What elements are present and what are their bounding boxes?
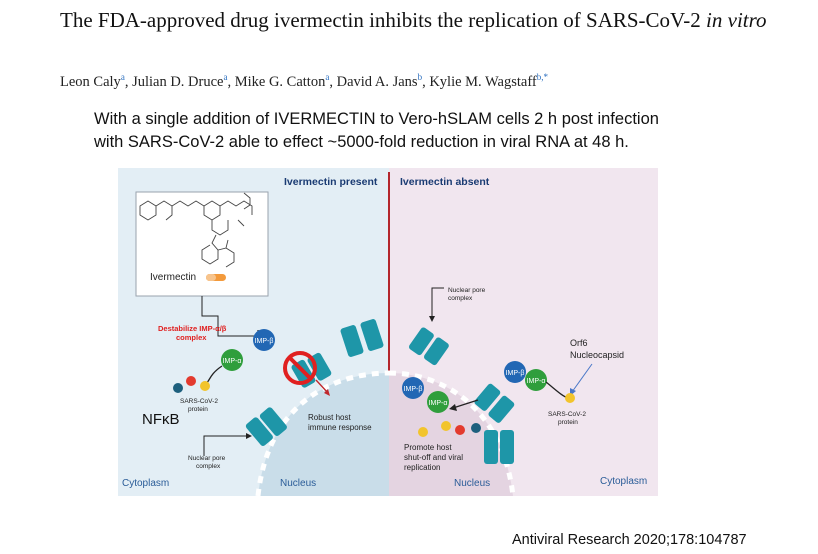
imp-beta-left bbox=[253, 329, 275, 351]
orf6-arrow bbox=[571, 363, 593, 393]
summary-line: With a single addition of IVERMECTIN to … bbox=[94, 110, 659, 128]
arrow-head-icon bbox=[324, 389, 330, 396]
molecule-structure-icon bbox=[139, 192, 253, 268]
protein-dot bbox=[418, 427, 428, 437]
sars-protein-label: SARS-CoV-2 bbox=[548, 411, 586, 418]
destabilize-label: complex bbox=[176, 333, 207, 342]
author-list: Leon Calya, Julian D. Drucea, Mike G. Ca… bbox=[60, 72, 548, 90]
protein-dot bbox=[441, 421, 451, 431]
nfkb-label: NFκB bbox=[142, 411, 180, 428]
author-affiliation: b,* bbox=[536, 72, 548, 82]
imp-alpha-label: IMP-α bbox=[223, 358, 242, 365]
paper-title: The FDA-approved drug ivermectin inhibit… bbox=[60, 6, 800, 34]
imp-alpha-right bbox=[525, 369, 547, 391]
npc-pointer-left bbox=[203, 435, 250, 456]
no-entry-icon bbox=[283, 351, 317, 385]
imp-beta-label: IMP-β bbox=[255, 338, 274, 345]
pill-icon-half bbox=[206, 274, 216, 281]
author-affiliation: a bbox=[223, 72, 228, 82]
nuclear-pore-icon bbox=[484, 430, 514, 464]
nucleocapsid-label: Nucleocapsid bbox=[570, 350, 624, 360]
orf6-label: Orf6 bbox=[570, 338, 588, 348]
no-entry-slash bbox=[287, 355, 313, 381]
citation: Antiviral Research 2020;178:104787 bbox=[512, 532, 747, 548]
author-name: Julian D. Druce bbox=[132, 73, 224, 90]
blocked-arrow bbox=[315, 379, 329, 394]
protein-dot bbox=[200, 381, 210, 391]
header-present: Ivermectin present bbox=[284, 176, 378, 188]
header-absent: Ivermectin absent bbox=[400, 176, 490, 188]
robust-label: Robust host bbox=[308, 413, 351, 422]
author-affiliation: a bbox=[120, 72, 125, 82]
sars-protein-label: protein bbox=[188, 406, 208, 413]
npc-label-left: Nuclear pore bbox=[188, 455, 226, 462]
imp-alpha-nuclear bbox=[427, 391, 449, 413]
structure-box bbox=[135, 191, 269, 297]
drug-connector bbox=[201, 296, 258, 337]
imp-alpha-left bbox=[221, 349, 243, 371]
author-name: Kylie M. Wagstaff bbox=[429, 73, 537, 90]
promote-label: replication bbox=[404, 463, 440, 472]
protein-dot bbox=[186, 376, 196, 386]
membrane-left bbox=[255, 370, 390, 496]
title-main: The FDA-approved drug ivermectin inhibit… bbox=[60, 8, 701, 32]
imp-beta-label: IMP-β bbox=[404, 386, 423, 393]
protein-dot bbox=[455, 425, 465, 435]
author-affiliation: b bbox=[417, 72, 423, 82]
summary-text: With a single addition of IVERMECTIN to … bbox=[94, 108, 734, 154]
npc-pointer-right bbox=[431, 287, 444, 320]
summary-line: with SARS-CoV-2 able to effect ~5000-fol… bbox=[94, 133, 629, 151]
promote-label: Promote host bbox=[404, 443, 452, 452]
npc-label-right: Nuclear pore bbox=[448, 287, 486, 294]
protein-dot bbox=[173, 383, 183, 393]
mechanism-figure: Ivermectin present Ivermectin absent Ive… bbox=[118, 168, 658, 496]
drug-label: Ivermectin bbox=[150, 272, 196, 283]
protein-dot bbox=[471, 423, 481, 433]
nucleus-label-right: Nucleus bbox=[454, 478, 490, 489]
imp-alpha-label: IMP-α bbox=[527, 378, 546, 385]
arrow-head-icon bbox=[449, 404, 457, 411]
promote-label: shut-off and viral bbox=[404, 453, 463, 462]
arrow-head-icon bbox=[246, 433, 252, 439]
robust-label: immune response bbox=[308, 423, 372, 432]
nucleus-left bbox=[258, 373, 389, 496]
arrow-head-icon bbox=[429, 316, 435, 322]
author-name: Mike G. Catton bbox=[234, 73, 326, 90]
nuclear-pore-icon bbox=[408, 327, 449, 366]
nucleus-label-left: Nucleus bbox=[280, 478, 316, 489]
nucleus-right bbox=[389, 373, 513, 496]
imp-beta-label: IMP-β bbox=[506, 370, 525, 377]
author-name: David A. Jans bbox=[336, 73, 418, 90]
nuclear-pore-icon bbox=[245, 407, 287, 446]
nuclear-pore-icon bbox=[340, 319, 384, 357]
author-affiliation: a bbox=[325, 72, 330, 82]
npc-label-left: complex bbox=[196, 463, 221, 470]
nuclear-pore-icon bbox=[474, 383, 515, 423]
import-arrow bbox=[452, 399, 479, 409]
cytoplasm-label-left: Cytoplasm bbox=[122, 478, 169, 489]
imp-beta-nuclear bbox=[402, 377, 424, 399]
protein-dot bbox=[565, 393, 575, 403]
sars-protein-label: protein bbox=[558, 419, 578, 426]
sars-protein-label: SARS-CoV-2 bbox=[180, 398, 218, 405]
imp-alpha-label: IMP-α bbox=[429, 400, 448, 407]
membrane-right bbox=[388, 370, 516, 496]
title-italic: in vitro bbox=[706, 8, 767, 32]
author-name: Leon Caly bbox=[60, 73, 121, 90]
imp-beta-right bbox=[504, 361, 526, 383]
destabilize-label: Destabilize IMP-α/β bbox=[158, 324, 227, 333]
cytoplasm-label-right: Cytoplasm bbox=[600, 476, 647, 487]
npc-label-right: complex bbox=[448, 295, 473, 302]
